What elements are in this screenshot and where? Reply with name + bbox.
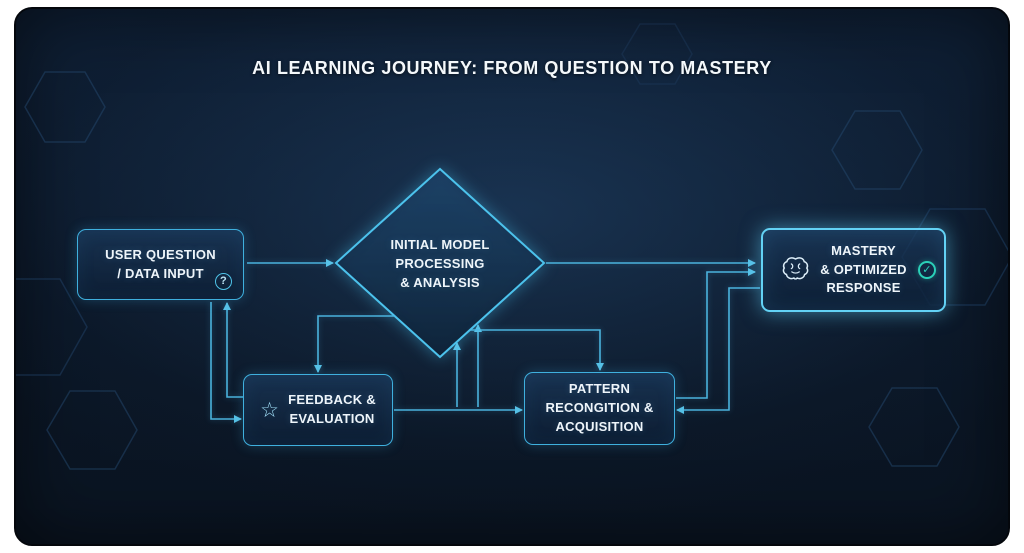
brain-icon [782,257,809,280]
text-line: PROCESSING [395,255,485,271]
node-mastery: MASTERY & OPTIMIZED RESPONSE ✓ [761,228,946,312]
node-feedback: ☆ FEEDBACK & EVALUATION [243,374,393,446]
node-pattern: PATTERN RECONGITION & ACQUISITION [524,372,675,445]
node-processing-label: INITIAL MODEL PROCESSING & ANALYSIS [355,236,525,293]
page-title: AI LEARNING JOURNEY: FROM QUESTION TO MA… [252,58,772,78]
text-line: PATTERN [568,381,631,397]
text-line: FEEDBACK & [288,392,376,408]
hexagon-icon [46,390,138,470]
node-pattern-label: PATTERN RECONGITION & ACQUISITION [546,380,654,437]
star-icon: ☆ [260,398,280,422]
text-line: & OPTIMIZED [820,261,907,277]
hexagon-icon [831,110,923,190]
node-mastery-label: MASTERY & OPTIMIZED RESPONSE [820,242,907,299]
text-line: / DATA INPUT [117,265,204,281]
node-user-question: USER QUESTION / DATA INPUT ? [77,229,244,300]
text-line: ACQUISITION [555,418,644,434]
text-line: INITIAL MODEL [390,237,490,252]
text-line: RESPONSE [826,280,901,296]
question-icon: ? [215,273,232,290]
text-line: & ANALYSIS [400,274,480,290]
node-user-question-label: USER QUESTION / DATA INPUT [105,246,216,284]
hexagon-icon [24,71,106,143]
hexagon-icon [16,278,88,376]
text-line: RECONGITION & [545,400,654,416]
check-icon: ✓ [918,261,936,279]
node-feedback-label: FEEDBACK & EVALUATION [288,391,376,429]
hexagon-icon [621,23,693,85]
hexagon-icon [868,387,960,467]
text-line: MASTERY [831,242,896,258]
text-line: EVALUATION [289,411,375,426]
text-line: USER QUESTION [105,246,216,262]
